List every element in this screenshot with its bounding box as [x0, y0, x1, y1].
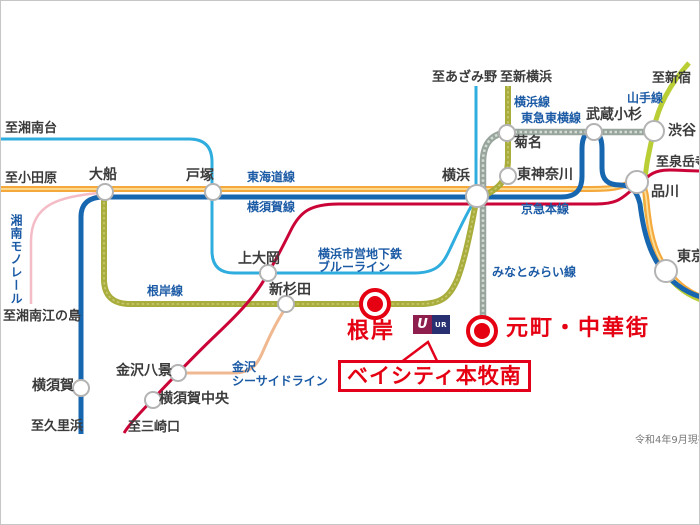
station-label-kikuna: 菊名: [514, 135, 542, 151]
direction-label-shonan-enoshima: 至湘南江の島: [3, 309, 82, 324]
negishi-inner-dot: [367, 296, 383, 312]
station-marker-yokohama: [465, 184, 489, 208]
motomachi-inner-dot: [474, 323, 490, 339]
line-label-yokosuka: 横須賀線: [247, 200, 296, 214]
as-of-date-note: 令和4年9月現在: [635, 435, 699, 446]
line-label-seaside-2: シーサイドライン: [232, 374, 328, 388]
station-label-yokosuka-chuo: 横須賀中央: [159, 391, 229, 407]
direction-label-kurihama: 至久里浜: [31, 419, 84, 434]
line-label-minatomirai: みなとみらい線: [492, 265, 577, 279]
highlight-label-negishi: 根岸: [347, 319, 396, 344]
station-label-shin-sugita: 新杉田: [269, 282, 311, 298]
ur-logo-u-icon: U: [413, 315, 432, 334]
station-marker-yokosuka: [72, 379, 90, 397]
direction-label-shonandai: 至湘南台: [5, 121, 58, 136]
station-label-shibuya: 渋谷: [668, 123, 696, 139]
station-label-tokyo: 東京: [677, 249, 699, 265]
ur-logo: U UR: [413, 315, 450, 334]
line-label-yokohama-line: 横浜線: [514, 95, 551, 109]
direction-label-sengakuji: 至泉岳寺: [656, 155, 699, 170]
line-label-toyoko: 東急東横線: [521, 111, 582, 125]
ur-logo-text: UR: [432, 315, 450, 334]
station-marker-kanazawa-hakkei: [169, 364, 187, 382]
station-marker-shibuya: [643, 120, 665, 142]
station-marker-shin-sugita: [277, 295, 295, 313]
station-label-shinagawa: 品川: [651, 184, 679, 200]
property-callout-baycity-honmokuminami: ベイシティ本牧南: [338, 360, 531, 392]
station-markers: [72, 120, 678, 409]
station-marker-kikuna: [498, 124, 516, 142]
highlighted-station-motomachi: [466, 315, 498, 347]
station-marker-ofuna: [96, 183, 114, 201]
line-label-shonan-monorail: 湘南モノレール: [8, 214, 23, 305]
direction-label-shinjuku: 至新宿: [652, 71, 692, 86]
line-label-blue-line-2: ブルーライン: [318, 260, 391, 274]
line-label-negishi: 根岸線: [147, 284, 184, 298]
station-marker-tokyo: [654, 259, 678, 283]
station-label-kamiooka: 上大岡: [238, 251, 280, 267]
highlight-label-motomachi: 元町・中華街: [506, 316, 651, 341]
station-marker-yokosuka-chuo: [144, 391, 162, 409]
station-marker-kamiooka: [259, 264, 277, 282]
direction-label-odawara: 至小田原: [5, 171, 58, 186]
station-label-yokohama: 横浜: [442, 168, 470, 184]
station-label-musashi-kosugi: 武蔵小杉: [586, 107, 642, 123]
direction-label-shin-yokohama: 至新横浜: [500, 70, 553, 85]
subway-blue-line-path: [1, 84, 478, 275]
station-label-yokosuka: 横須賀: [32, 378, 74, 394]
line-label-seaside-1: 金沢: [232, 360, 257, 374]
direction-label-azamino: 至あざみ野: [432, 70, 498, 85]
shonan-monorail-line-path: [29, 191, 100, 306]
line-label-yamanote: 山手線: [627, 91, 664, 105]
line-label-blue-line-1: 横浜市営地下鉄: [318, 247, 403, 261]
station-label-ofuna: 大船: [89, 167, 117, 183]
station-marker-totsuka: [204, 183, 222, 201]
direction-label-misakiguchi: 至三崎口: [128, 420, 181, 435]
station-marker-musashi-kosugi: [585, 123, 603, 141]
station-marker-shinagawa: [625, 170, 649, 194]
line-label-tokaido: 東海道線: [247, 170, 296, 184]
station-marker-higashi-kanagawa: [499, 167, 517, 185]
line-label-keikyu: 京急本線: [521, 202, 570, 216]
station-label-higashi-kanagawa: 東神奈川: [517, 167, 573, 183]
highlighted-station-negishi: [359, 288, 391, 320]
station-label-kanazawa-hakkei: 金沢八景: [116, 363, 172, 379]
station-label-totsuka: 戸塚: [186, 168, 214, 184]
